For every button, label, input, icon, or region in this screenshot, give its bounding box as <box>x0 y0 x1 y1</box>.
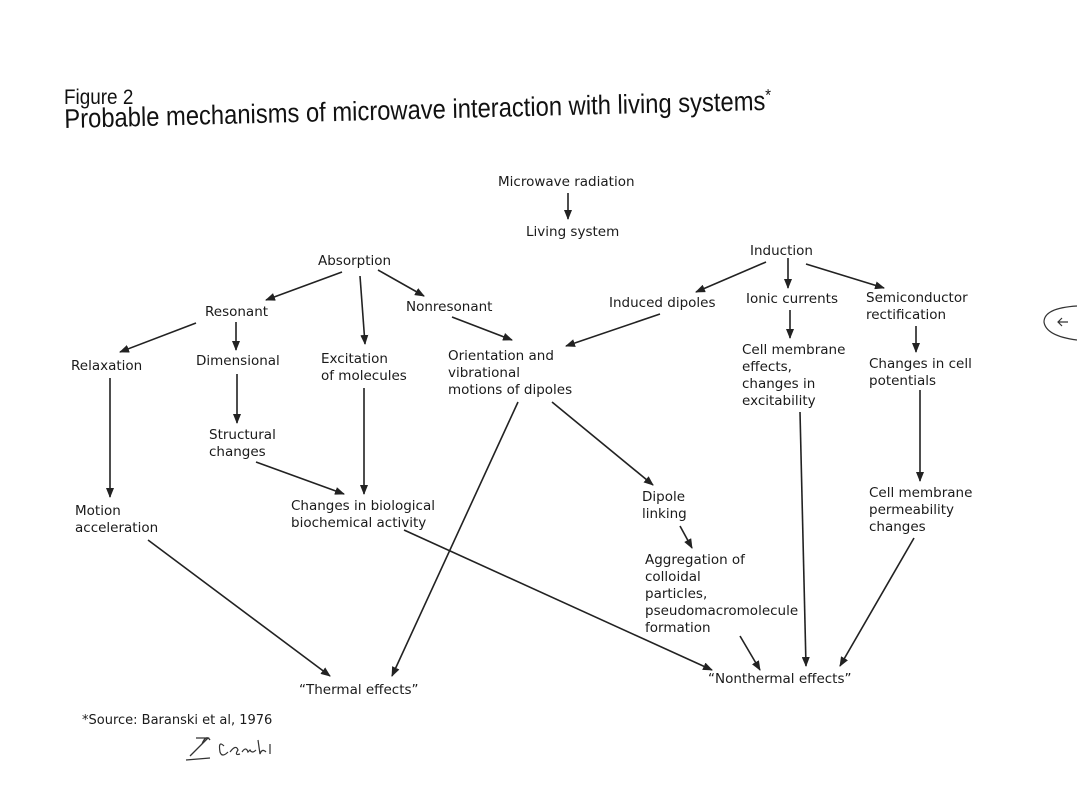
node-resonant: Resonant <box>205 304 268 321</box>
node-text-line: Living system <box>526 224 620 240</box>
node-text-line: formation <box>645 620 711 636</box>
node-text-line: Ionic currents <box>746 291 838 307</box>
node-ionic-currents: Ionic currents <box>746 291 838 308</box>
node-text-line: Structural <box>209 427 276 443</box>
arrow-motion-acceleration-to-thermal-effects <box>147 539 331 677</box>
node-induced-dipoles: Induced dipoles <box>609 295 716 312</box>
arrow-absorption-to-excitation-of-molecules <box>359 275 369 345</box>
node-text-line: “Nonthermal effects” <box>708 671 852 687</box>
node-text-line: Induced dipoles <box>609 295 716 311</box>
node-dimensional: Dimensional <box>196 353 280 370</box>
node-text-line: Changes in cell <box>869 356 972 372</box>
node-living-system: Living system <box>526 224 619 241</box>
node-text-line: Resonant <box>205 304 269 320</box>
node-thermal-effects: “Thermal effects” <box>299 682 419 699</box>
arrow-orientation-vibrational-to-thermal-effects <box>391 401 519 677</box>
node-text-line: Cell membrane <box>742 342 846 358</box>
node-text-line: colloidal <box>645 569 701 585</box>
arrow-absorption-to-nonresonant <box>377 269 425 297</box>
source-note: *Source: Baranski et al, 1976 <box>82 713 273 728</box>
arrow-induction-to-semiconductor-rectification <box>805 263 885 290</box>
node-text-line: linking <box>642 506 687 522</box>
node-text-line: excitability <box>742 393 816 409</box>
node-text-line: Nonresonant <box>406 299 493 315</box>
arrow-absorption-to-resonant <box>265 271 343 301</box>
node-nonthermal-effects: “Nonthermal effects” <box>708 671 852 688</box>
node-text-line: “Thermal effects” <box>299 682 419 698</box>
node-text-line: biochemical activity <box>291 515 427 531</box>
node-text-line: Microwave radiation <box>498 174 635 190</box>
margin-clip-mark <box>1043 305 1077 341</box>
arrow-dipole-linking-to-aggregation-colloidal <box>679 525 693 549</box>
node-absorption: Absorption <box>318 253 391 270</box>
node-text-line: motions of dipoles <box>448 382 573 398</box>
node-text-line: changes <box>869 519 926 535</box>
node-text-line: Absorption <box>318 253 392 269</box>
node-text-line: Changes in biological <box>291 498 435 514</box>
node-text-line: rectification <box>866 307 947 323</box>
arrow-structural-changes-to-changes-biological-activity <box>255 461 345 495</box>
node-nonresonant: Nonresonant <box>406 299 492 316</box>
arrow-induced-dipoles-to-orientation-vibrational <box>565 313 661 347</box>
arrow-cell-membrane-effects-to-nonthermal-effects <box>799 411 810 667</box>
node-text-line: permeability <box>869 502 955 518</box>
arrow-aggregation-colloidal-to-nonthermal-effects <box>739 635 761 671</box>
node-text-line: acceleration <box>75 520 159 536</box>
arrow-nonresonant-to-orientation-vibrational <box>451 316 513 341</box>
node-text-line: of molecules <box>321 368 407 384</box>
node-text-line: Orientation and <box>448 348 554 364</box>
node-text-line: pseudomacromolecule <box>645 603 799 619</box>
arrow-induction-to-induced-dipoles <box>695 261 767 293</box>
node-text-line: changes <box>209 444 266 460</box>
node-text-line: vibrational <box>448 365 521 381</box>
node-text-line: Relaxation <box>71 358 143 374</box>
node-text-line: Cell membrane <box>869 485 973 501</box>
arrow-cell-membrane-permeability-to-nonthermal-effects <box>839 537 915 667</box>
node-text-line: potentials <box>869 373 937 389</box>
node-text-line: Aggregation of <box>645 552 745 568</box>
node-text-line: changes in <box>742 376 816 392</box>
node-text-line: Dimensional <box>196 353 280 369</box>
arrow-resonant-to-relaxation <box>119 322 197 353</box>
handwritten-signature <box>185 737 271 761</box>
node-text-line: Induction <box>750 243 813 259</box>
node-relaxation: Relaxation <box>71 358 142 375</box>
arrow-orientation-vibrational-to-dipole-linking <box>551 401 654 486</box>
node-text-line: Motion <box>75 503 121 519</box>
arrow-changes-biological-activity-to-nonthermal-effects <box>403 529 713 671</box>
node-microwave-radiation: Microwave radiation <box>498 174 635 191</box>
node-text-line: Semiconductor <box>866 290 968 306</box>
node-text-line: particles, <box>645 586 708 602</box>
node-induction: Induction <box>750 243 813 260</box>
node-text-line: Excitation <box>321 351 388 367</box>
node-text-line: effects, <box>742 359 792 375</box>
figure-label: Figure 2 <box>64 86 134 109</box>
node-text-line: Dipole <box>642 489 686 505</box>
